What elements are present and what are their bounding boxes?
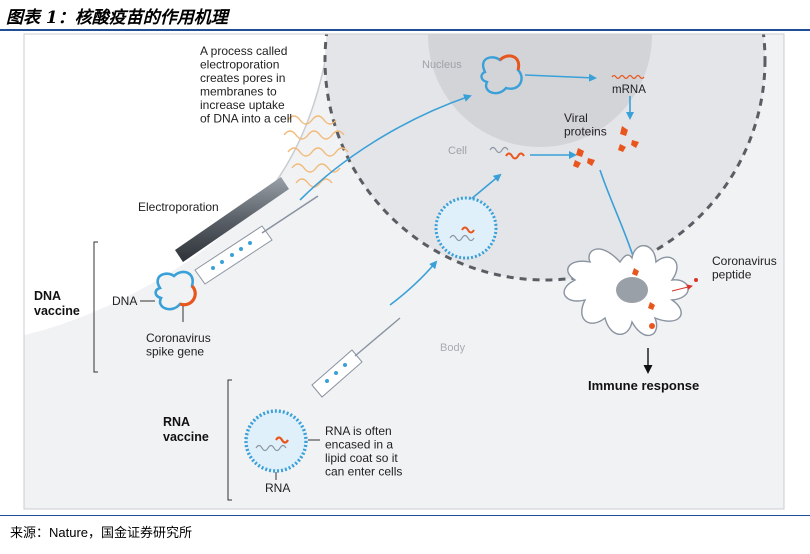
figure-title: 图表 1：核酸疫苗的作用机理 [6, 8, 228, 28]
dna-vaccine-label: DNA vaccine [34, 289, 80, 318]
dendritic-cell [563, 245, 698, 337]
spike-gene-label: Coronavirus spike gene [146, 331, 214, 359]
nucleus-plasmid [480, 54, 523, 95]
title-rule [0, 29, 810, 31]
lipid-note: RNA is often encased in a lipid coat so … [325, 424, 402, 479]
mrna-label: mRNA [612, 84, 646, 96]
electroporation-label: Electroporation [138, 200, 219, 214]
viral-protein-icons-cell [573, 148, 595, 168]
electroporation-note: A process called electroporation creates… [200, 44, 292, 126]
dna-label: DNA [112, 294, 137, 308]
nucleus-label: Nucleus [422, 59, 462, 71]
viral-proteins-label: Viral proteins [564, 111, 607, 139]
coronavirus-peptide-label: Coronavirus peptide [712, 254, 780, 282]
immune-response-label: Immune response [588, 378, 699, 393]
rna-syringe [311, 317, 401, 398]
rna-lipid-particle [244, 409, 320, 480]
cell-label: Cell [448, 145, 467, 157]
vaccine-brackets [93, 241, 232, 501]
process-arrows [299, 73, 638, 306]
cell-rna-strand [489, 146, 525, 160]
viral-protein-icons-upper [618, 126, 639, 152]
source-note: 来源：Nature，国金证券研究所 [10, 525, 193, 540]
electroporation-rod [175, 177, 289, 262]
cell-region [325, 34, 765, 280]
body-label: Body [440, 342, 466, 354]
footer-rule [0, 515, 810, 516]
lipid-vesicle-cell [434, 196, 498, 260]
dna-plasmid [140, 270, 197, 322]
rna-vaccine-label: RNA vaccine [163, 415, 209, 444]
rna-label: RNA [265, 481, 290, 495]
dna-syringe [194, 195, 319, 285]
title-bar: 图表 1：核酸疫苗的作用机理 [0, 0, 810, 31]
mechanism-diagram: A process called electroporation creates… [23, 33, 785, 510]
mrna-strand-icon [611, 74, 645, 80]
